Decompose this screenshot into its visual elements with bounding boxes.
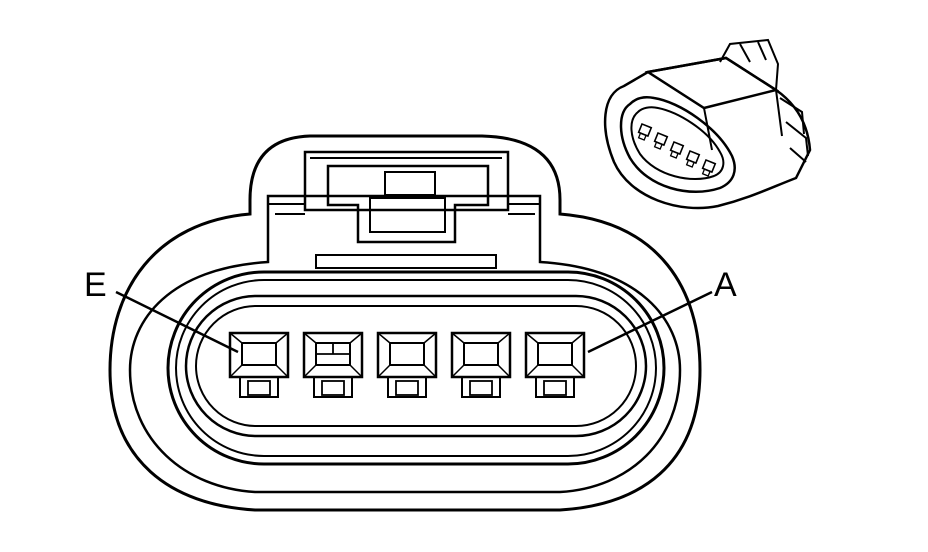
terminal-row — [228, 331, 586, 398]
connector-outer-shell — [108, 134, 702, 512]
terminal-d — [302, 331, 364, 398]
connector-face-view: E A — [84, 134, 737, 512]
mini-terminal-a — [701, 158, 717, 177]
callout-label-e: E — [84, 266, 107, 304]
terminal-cavity-mid — [175, 279, 657, 457]
terminal-cavity-inner — [184, 294, 648, 438]
terminal-e — [228, 331, 290, 398]
mini-terminal-b — [685, 149, 701, 168]
connector-inner-shell — [128, 194, 682, 494]
callout-label-a: A — [714, 266, 737, 304]
connector-perspective-view — [603, 38, 812, 210]
mini-terminal-c — [669, 140, 685, 159]
callout-line-e — [115, 290, 239, 354]
terminal-cavity-outer — [166, 270, 666, 466]
terminal-a — [524, 331, 586, 398]
mini-terminal-d — [653, 131, 669, 150]
terminal-b — [450, 331, 512, 398]
mini-terminal-e — [637, 122, 653, 141]
latch — [268, 150, 540, 269]
terminal-c — [376, 331, 438, 398]
callout-line-a — [587, 290, 713, 354]
terminal-cavity-core — [195, 305, 637, 427]
mini-terminal-row — [637, 122, 717, 177]
